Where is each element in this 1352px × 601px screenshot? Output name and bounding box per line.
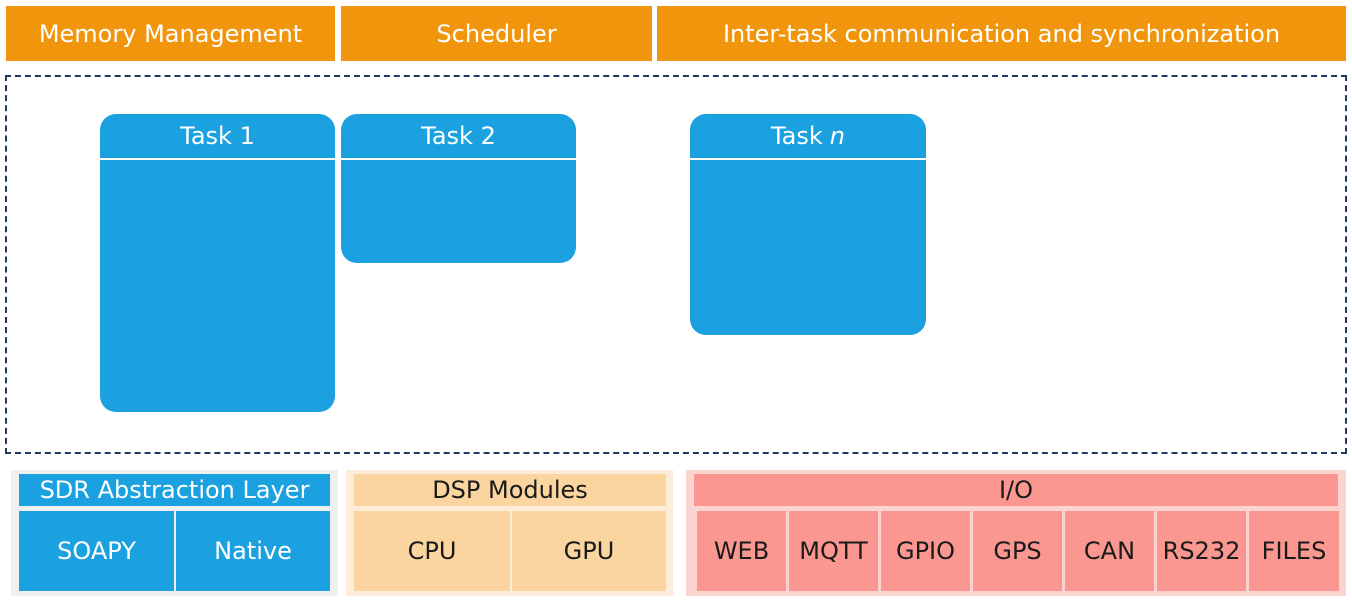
soapy-cell: SOAPY bbox=[19, 511, 174, 591]
task-n-label: Task bbox=[770, 122, 823, 150]
sdr-title-label: SDR Abstraction Layer bbox=[39, 476, 310, 504]
task-1-label: Task 1 bbox=[180, 122, 255, 150]
io-can-cell: CAN bbox=[1065, 511, 1154, 591]
task-2-card: Task 2 bbox=[341, 114, 576, 263]
io-rs232-label: RS232 bbox=[1162, 537, 1241, 565]
io-gpio-label: GPIO bbox=[895, 537, 956, 565]
ipc-bar: Inter-task communication and synchroniza… bbox=[657, 6, 1346, 61]
task-n-variable: n bbox=[829, 122, 845, 150]
gpu-cell: GPU bbox=[512, 511, 666, 591]
io-gps-label: GPS bbox=[993, 537, 1042, 565]
task-n-title: Task n bbox=[690, 114, 926, 160]
dsp-title: DSP Modules bbox=[354, 474, 666, 506]
io-title: I/O bbox=[694, 474, 1338, 506]
ipc-label: Inter-task communication and synchroniza… bbox=[722, 19, 1281, 48]
native-cell: Native bbox=[176, 511, 330, 591]
io-gpio-cell: GPIO bbox=[881, 511, 970, 591]
task-2-label: Task 2 bbox=[421, 122, 496, 150]
native-label: Native bbox=[214, 537, 292, 565]
io-can-label: CAN bbox=[1083, 537, 1136, 565]
io-rs232-cell: RS232 bbox=[1157, 511, 1246, 591]
task-2-title: Task 2 bbox=[341, 114, 576, 160]
scheduler-label: Scheduler bbox=[436, 19, 557, 48]
gpu-label: GPU bbox=[563, 537, 615, 565]
io-mqtt-label: MQTT bbox=[799, 537, 868, 565]
io-mqtt-cell: MQTT bbox=[789, 511, 878, 591]
task-1-title: Task 1 bbox=[100, 114, 335, 160]
task-1-card: Task 1 bbox=[100, 114, 335, 412]
task-n-card: Task n bbox=[690, 114, 926, 335]
cpu-label: CPU bbox=[407, 537, 457, 565]
memory-management-label: Memory Management bbox=[38, 19, 303, 48]
io-web-label: WEB bbox=[713, 537, 770, 565]
sdr-title: SDR Abstraction Layer bbox=[19, 474, 330, 506]
io-files-cell: FILES bbox=[1249, 511, 1339, 591]
memory-management-bar: Memory Management bbox=[6, 6, 335, 61]
io-gps-cell: GPS bbox=[973, 511, 1062, 591]
io-web-cell: WEB bbox=[697, 511, 786, 591]
io-title-label: I/O bbox=[998, 476, 1034, 504]
task-area bbox=[5, 75, 1347, 454]
io-files-label: FILES bbox=[1261, 537, 1327, 565]
scheduler-bar: Scheduler bbox=[341, 6, 652, 61]
cpu-cell: CPU bbox=[354, 511, 510, 591]
dsp-title-label: DSP Modules bbox=[432, 476, 588, 504]
soapy-label: SOAPY bbox=[57, 537, 136, 565]
